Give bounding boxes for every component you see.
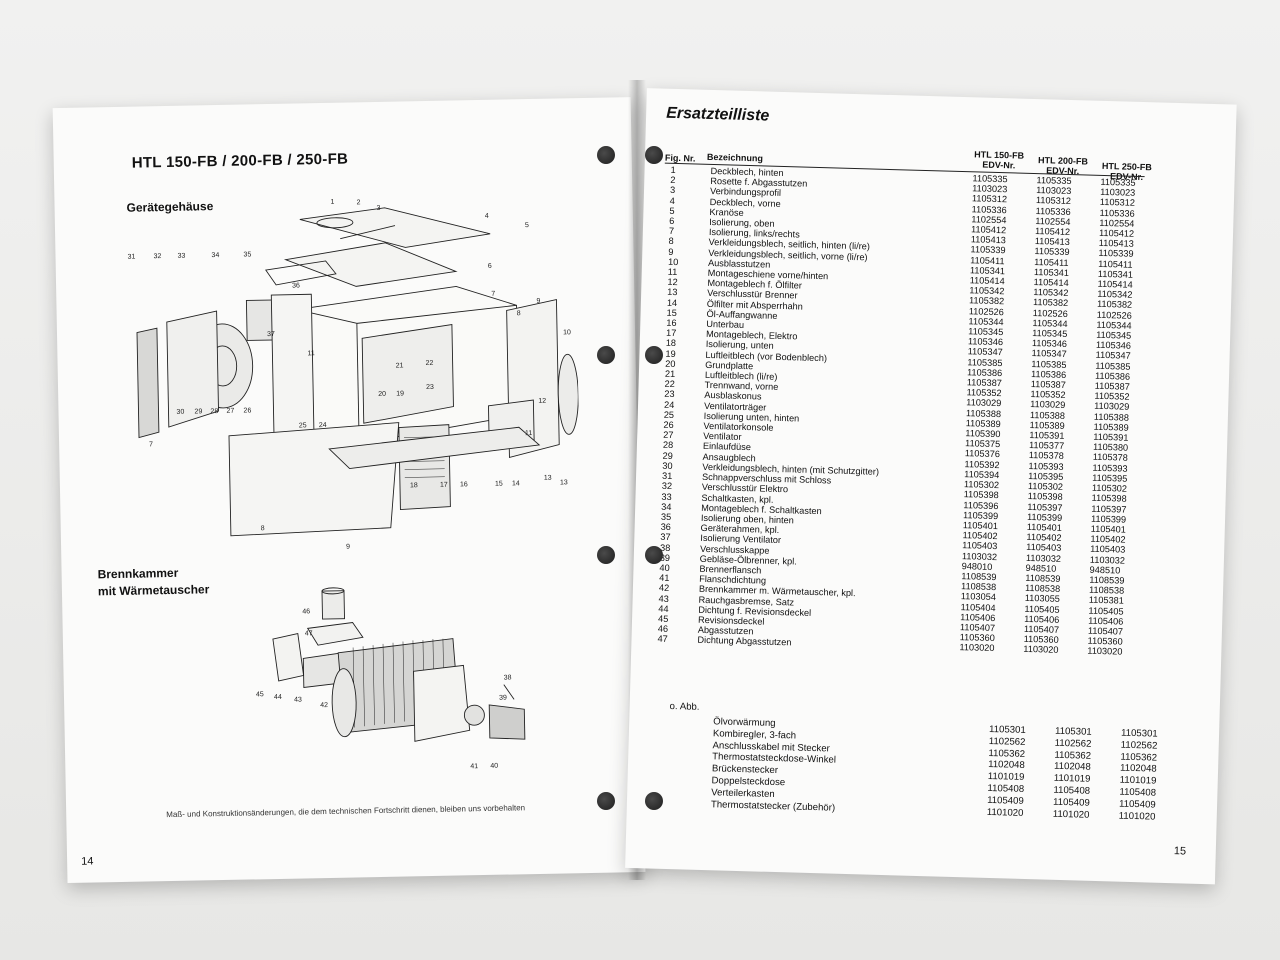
callout-47: 47 (305, 630, 313, 637)
binder-hole (597, 792, 615, 810)
callout-label: 26 (243, 407, 251, 414)
callout-38: 38 (504, 674, 512, 681)
cell-fig: 47 (657, 634, 668, 645)
callout-40: 40 (490, 763, 498, 770)
callout-label: 6 (488, 263, 492, 270)
callout-label: 37 (267, 331, 275, 338)
callout-41: 41 (470, 763, 478, 770)
callout-label: 3 (377, 205, 381, 212)
cell-n3: 1103020 (1087, 646, 1123, 657)
callout-42: 42 (320, 702, 328, 709)
cell-fig: 37 (660, 532, 671, 543)
cell-n2: 1103020 (1023, 644, 1059, 656)
callout-label: 33 (177, 253, 185, 260)
callout-label: 19 (396, 390, 404, 397)
callout-43: 43 (294, 696, 302, 703)
page-title: HTL 150-FB / 200-FB / 250-FB (131, 150, 349, 172)
cell-n2: 1101020 (1052, 808, 1090, 821)
callout-label: 27 (226, 408, 234, 415)
extras-label: o. Abb. (669, 701, 700, 713)
callout-label: 34 (211, 252, 219, 259)
parts-list-title: Ersatzteilliste (665, 104, 770, 125)
page-number-left: 14 (81, 855, 94, 868)
cell-fig: 42 (658, 583, 670, 594)
callout-label: 12 (538, 398, 546, 405)
binder-hole (645, 346, 663, 364)
callout-label: 21 (396, 362, 404, 369)
binder-hole (645, 146, 663, 164)
callout-label: 5 (525, 222, 529, 229)
left-page: HTL 150-FB / 200-FB / 250-FB Gerätegehäu… (52, 97, 646, 884)
section-heading-burner-line1: Brennkammer (97, 565, 179, 582)
callout-label: 30 (176, 409, 184, 416)
callout-label: 7 (491, 291, 495, 298)
callout-44: 44 (274, 694, 282, 701)
callout-label: 11 (307, 350, 315, 357)
right-page: Ersatzteilliste Fig. Nr. Bezeichnung HTL… (625, 88, 1237, 885)
cell-n1: 1103020 (959, 642, 995, 654)
callout-label: 13 (544, 475, 552, 482)
callout-label: 9 (346, 544, 350, 551)
cell-n1: 1101020 (986, 806, 1024, 819)
callout-label: 25 (299, 422, 307, 429)
callout-label: 2 (356, 199, 360, 206)
callout-label: 4 (485, 213, 489, 220)
callout-label: 24 (319, 422, 327, 429)
callout-label: 31 (580, 474, 582, 481)
callout-label: 15 (495, 481, 503, 488)
cell-n3: 1101020 (1118, 810, 1156, 823)
callout-label: 31 (127, 254, 135, 261)
callout-45: 45 (256, 691, 264, 698)
callout-label: 20 (378, 391, 386, 398)
callout-label: 1 (330, 199, 334, 206)
cell-fig: 32 (661, 481, 673, 492)
binder-hole (597, 546, 615, 564)
cell-fig: 3 (669, 185, 676, 196)
callout-label: 28 (210, 408, 218, 415)
binder-hole (597, 346, 615, 364)
callout-label: 22 (426, 360, 434, 367)
callout-label: 36 (292, 282, 300, 289)
combustion-chamber-diagram: 46 47 45 44 43 42 41 40 39 38 (242, 579, 546, 785)
callout-label: 18 (410, 482, 418, 489)
callout-label: 7 (149, 441, 153, 448)
callout-label: 9 (536, 298, 540, 305)
binder-hole (645, 546, 663, 564)
section-heading-burner-line2: mit Wärmetauscher (97, 582, 210, 599)
callout-label: 13 (560, 479, 568, 486)
col-header-desc: Bezeichnung (706, 151, 764, 164)
callout-label: 8 (517, 310, 521, 317)
callout-label: 32 (153, 253, 161, 260)
binder-hole (597, 146, 615, 164)
footnote: Maß- und Konstruktionsänderungen, die de… (166, 803, 526, 820)
callout-46: 46 (302, 608, 310, 615)
page-number-right: 15 (1173, 845, 1187, 858)
binder-hole (645, 792, 663, 810)
callout-label: 10 (563, 329, 571, 336)
callout-label: 29 (194, 408, 202, 415)
callout-label: 14 (512, 480, 520, 487)
callout-label: 11 (525, 430, 533, 437)
callout-label: 23 (426, 384, 434, 391)
callout-label: 17 (440, 482, 448, 489)
callout-label: 16 (460, 481, 468, 488)
callout-label: 35 (243, 251, 251, 258)
callout-label: 8 (261, 525, 265, 532)
callout-39: 39 (499, 695, 507, 702)
